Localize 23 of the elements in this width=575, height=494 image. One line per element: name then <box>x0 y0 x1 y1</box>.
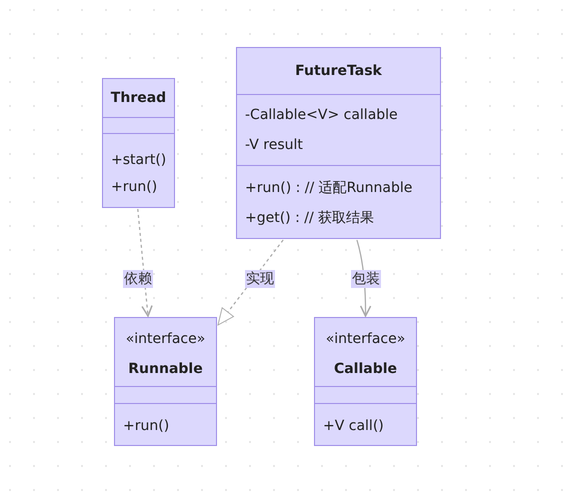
class-name: Runnable <box>128 360 203 378</box>
method-text: +run() <box>111 178 158 196</box>
class-box <box>314 317 417 446</box>
method-text: +start() <box>111 151 166 169</box>
class-name: Callable <box>334 360 398 378</box>
method-text: +run() <box>123 416 170 434</box>
method-text: +get() : // 获取结果 <box>245 209 374 227</box>
method-text: +V call() <box>323 416 384 434</box>
stereotype-label: «interface» <box>126 330 206 348</box>
attribute-text: -V result <box>245 136 303 154</box>
class-name: Thread <box>110 88 166 106</box>
class-box <box>102 78 175 208</box>
stereotype-label: «interface» <box>326 330 406 348</box>
class-box <box>236 47 441 239</box>
arrow <box>218 240 284 326</box>
method-text: +run() : // 适配Runnable <box>245 179 412 197</box>
edge-label: 依赖 <box>123 270 153 288</box>
class-name: FutureTask <box>295 62 382 80</box>
edge-label: 实现 <box>245 270 275 288</box>
edge-label: 包装 <box>351 270 381 288</box>
attribute-text: -Callable<V> callable <box>245 106 398 124</box>
class-box <box>114 317 217 446</box>
arrow <box>137 208 153 317</box>
